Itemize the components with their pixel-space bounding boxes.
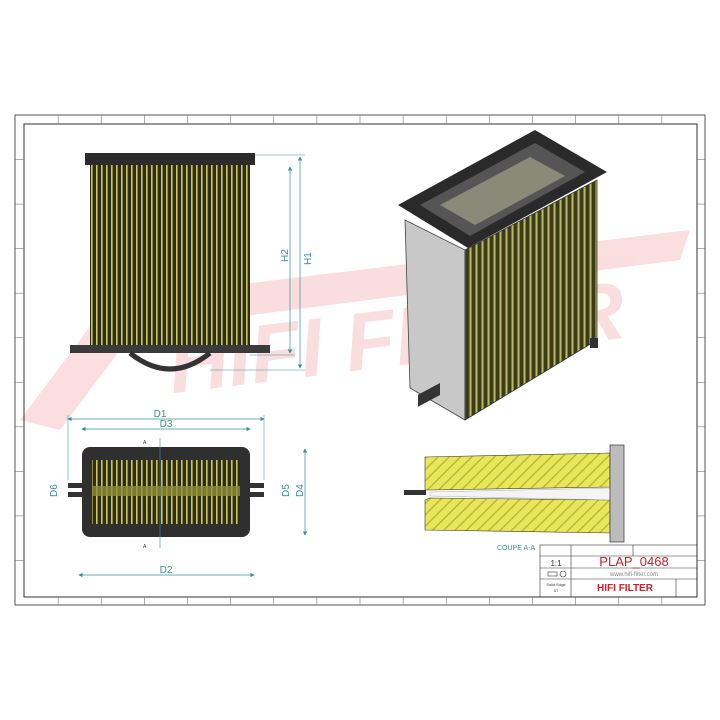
cad-software-version: ST [554,589,559,593]
zone-ticks [15,115,705,605]
dim-h2: H2 [280,249,291,262]
dim-d1: D1 [154,409,167,420]
isometric-view [398,130,607,421]
cad-software: Solid Edge [546,582,566,587]
section-label: COUPE A-A [497,545,535,552]
dim-d3: D3 [160,419,173,430]
dim-d2: D2 [160,565,173,576]
website-text: www.hifi-filter.com [609,572,658,578]
sheet-inner-border [23,123,698,598]
section-mark-bottom: A [143,544,147,550]
company-name: HIFI FILTER [597,583,654,594]
dim-d6: D6 [49,484,60,497]
section-mark-top: A [143,440,147,446]
scale-value: 1:1 [550,559,562,568]
front-view: H1 H2 [70,153,314,372]
section-view: COUPE A-A [404,444,625,552]
drawing-reference: PLAP_0468 [599,554,668,569]
dim-d5: D5 [281,484,292,497]
dim-h1: H1 [303,252,314,265]
dim-d4: D4 [295,484,306,497]
top-view: A A D1 D3 D2 D4 D5 D6 [49,409,308,578]
title-block [539,544,698,598]
